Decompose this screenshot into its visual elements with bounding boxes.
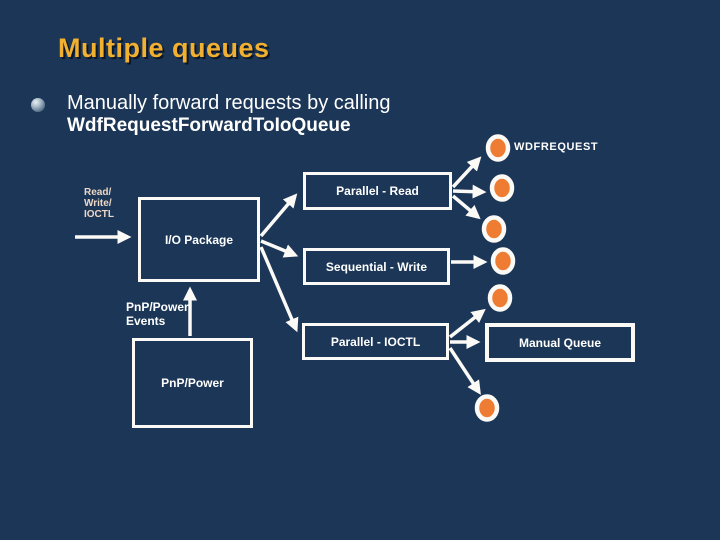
wdfrequest-circle-4	[490, 247, 516, 275]
box-pnp-power-label: PnP/Power	[161, 376, 224, 390]
box-io-package-label: I/O Package	[164, 232, 234, 247]
box-sequential-write-queue: Sequential - Write	[303, 248, 450, 285]
bullet-line-2-function-name: WdfRequestForwardToIoQueue	[67, 115, 351, 136]
box-manual-queue-label: Manual Queue	[518, 335, 601, 350]
arrow-pread-to-request1	[451, 156, 482, 189]
wdfrequest-circle-5	[487, 284, 513, 312]
label-pnp-power-events: PnP/Power Events	[126, 300, 189, 328]
bullet-sphere-icon	[31, 98, 45, 112]
label-pnp-power-events-line1: PnP/Power	[126, 300, 189, 314]
wdfrequest-circle-1	[485, 134, 511, 162]
arrow-pioctl-to-request5	[448, 308, 486, 339]
box-sequential-write-label: Sequential - Write	[325, 259, 428, 274]
label-pnp-power-events-line2: Events	[126, 313, 166, 328]
label-read: Read/	[84, 187, 112, 198]
box-parallel-read-queue: Parallel - Read	[303, 172, 452, 210]
bullet-text: Manually forward requests by calling Wdf…	[67, 92, 547, 136]
arrow-io-to-parallel-read	[259, 193, 298, 238]
box-parallel-read-label: Parallel - Read	[336, 184, 419, 198]
box-pnp-power: PnP/Power	[132, 338, 253, 428]
box-parallel-ioctl-queue: Parallel - IOCTL	[302, 323, 449, 360]
arrow-pread-to-request2	[452, 184, 487, 199]
wdfrequest-circle-2	[489, 174, 515, 202]
label-read-write-ioctl: Read/ Write/ IOCTL	[84, 187, 114, 220]
wdfrequest-circle-6	[474, 394, 500, 422]
slide-title: Multiple queues	[58, 33, 270, 63]
box-manual-queue: Manual Queue	[485, 323, 635, 362]
label-write: Write/	[84, 198, 112, 209]
box-io-package: I/O Package	[138, 197, 260, 282]
arrow-io-to-parallel-ioctl	[259, 246, 299, 333]
wdfrequest-circle-3	[481, 215, 507, 243]
box-parallel-ioctl-label: Parallel - IOCTL	[330, 334, 421, 349]
bullet-line-1: Manually forward requests by calling	[67, 92, 391, 114]
arrow-pread-to-request3	[451, 194, 481, 220]
label-ioctl: IOCTL	[84, 209, 114, 220]
arrow-io-to-sequential-write	[260, 239, 299, 258]
arrow-pioctl-to-request6	[448, 347, 481, 395]
label-wdfrequest: WDFREQUEST	[514, 141, 599, 153]
